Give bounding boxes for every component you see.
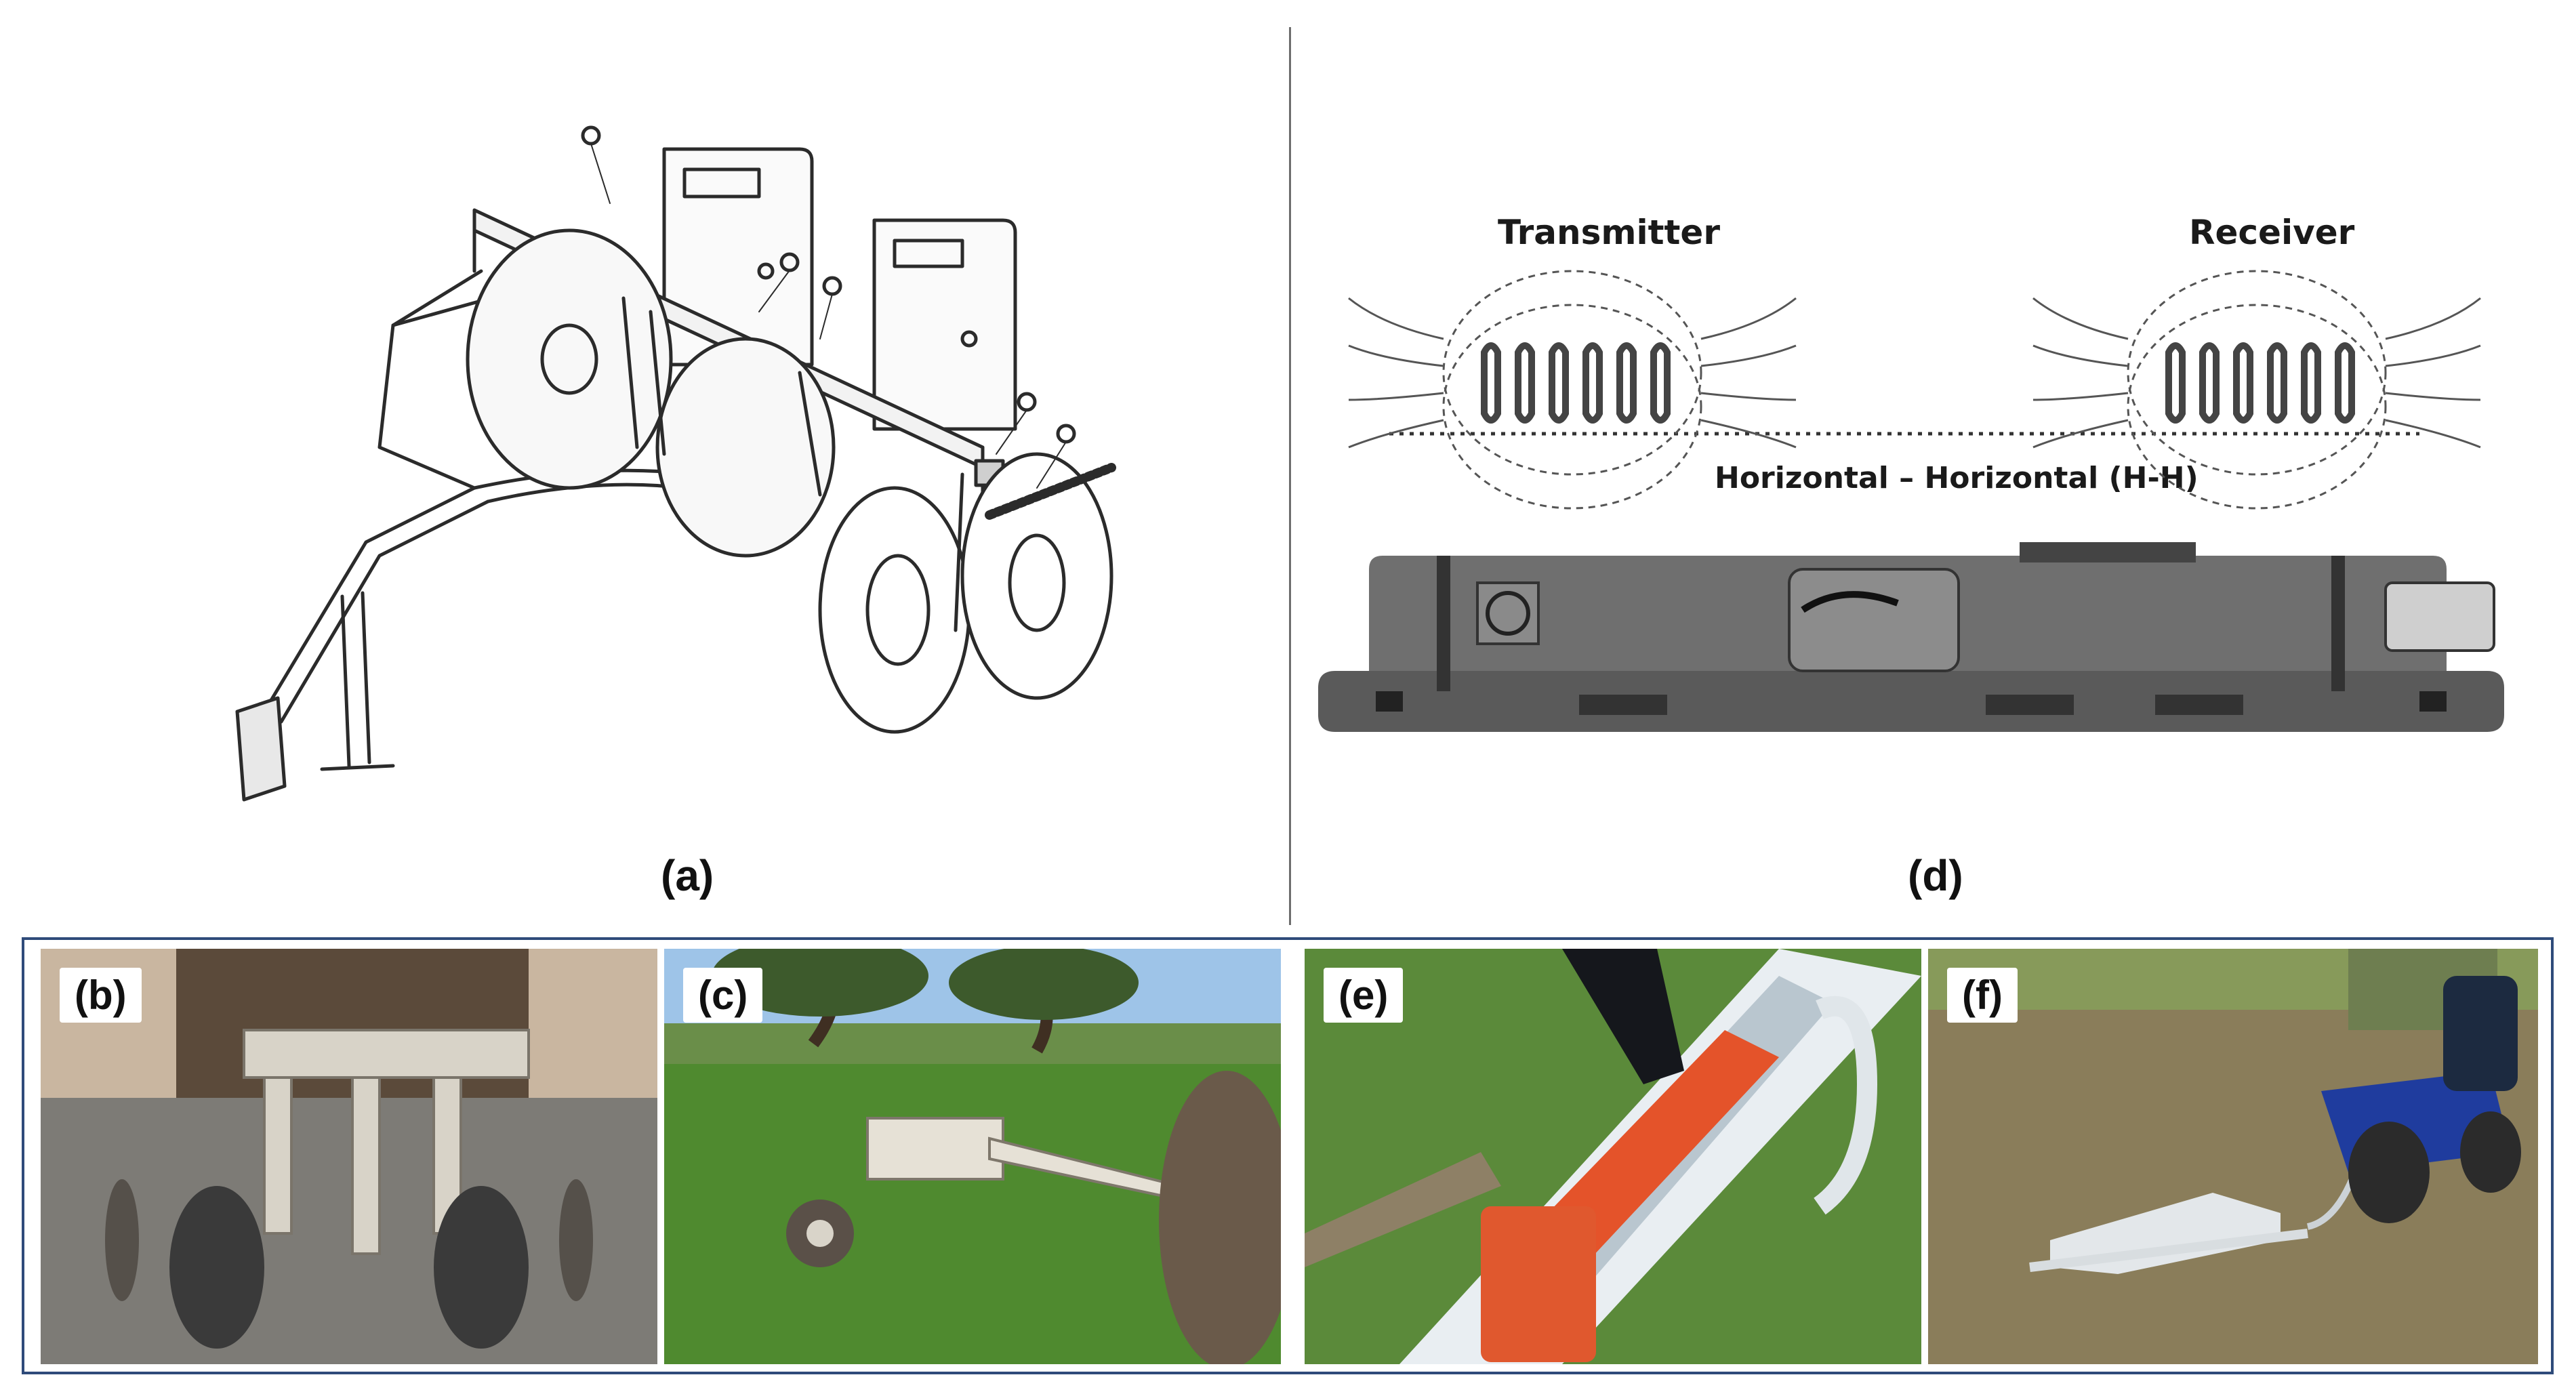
orientation-label: Horizontal – Horizontal (H-H)	[1715, 461, 2199, 495]
panel-a-drawing	[190, 68, 1172, 813]
panel-a-caption: (a)	[661, 851, 714, 900]
transmitter-coil-icon	[1348, 270, 1797, 510]
sensor-handle	[1788, 568, 1960, 672]
panel-d-caption: (d)	[1908, 851, 1963, 900]
photo-e-label: (e)	[1324, 968, 1404, 1023]
receiver-label: Receiver	[2189, 213, 2355, 252]
photo-c-label: (c)	[683, 968, 763, 1023]
photo-f: (f)	[1928, 949, 2538, 1364]
photo-c: (c)	[664, 949, 1281, 1364]
photo-b: (b)	[41, 949, 657, 1364]
implement-drawing	[235, 125, 1116, 802]
photo-e: (e)	[1305, 949, 1921, 1364]
panel-d-diagram: Transmitter Receiver Horizontal – Horizo…	[1308, 203, 2541, 759]
receiver-coil-icon	[2032, 270, 2481, 510]
photo-b-label: (b)	[60, 968, 142, 1023]
transmitter-label: Transmitter	[1498, 213, 1720, 252]
sensor-device	[1318, 542, 2504, 732]
panel-divider	[1289, 27, 1291, 925]
photo-f-label: (f)	[1947, 968, 2018, 1023]
